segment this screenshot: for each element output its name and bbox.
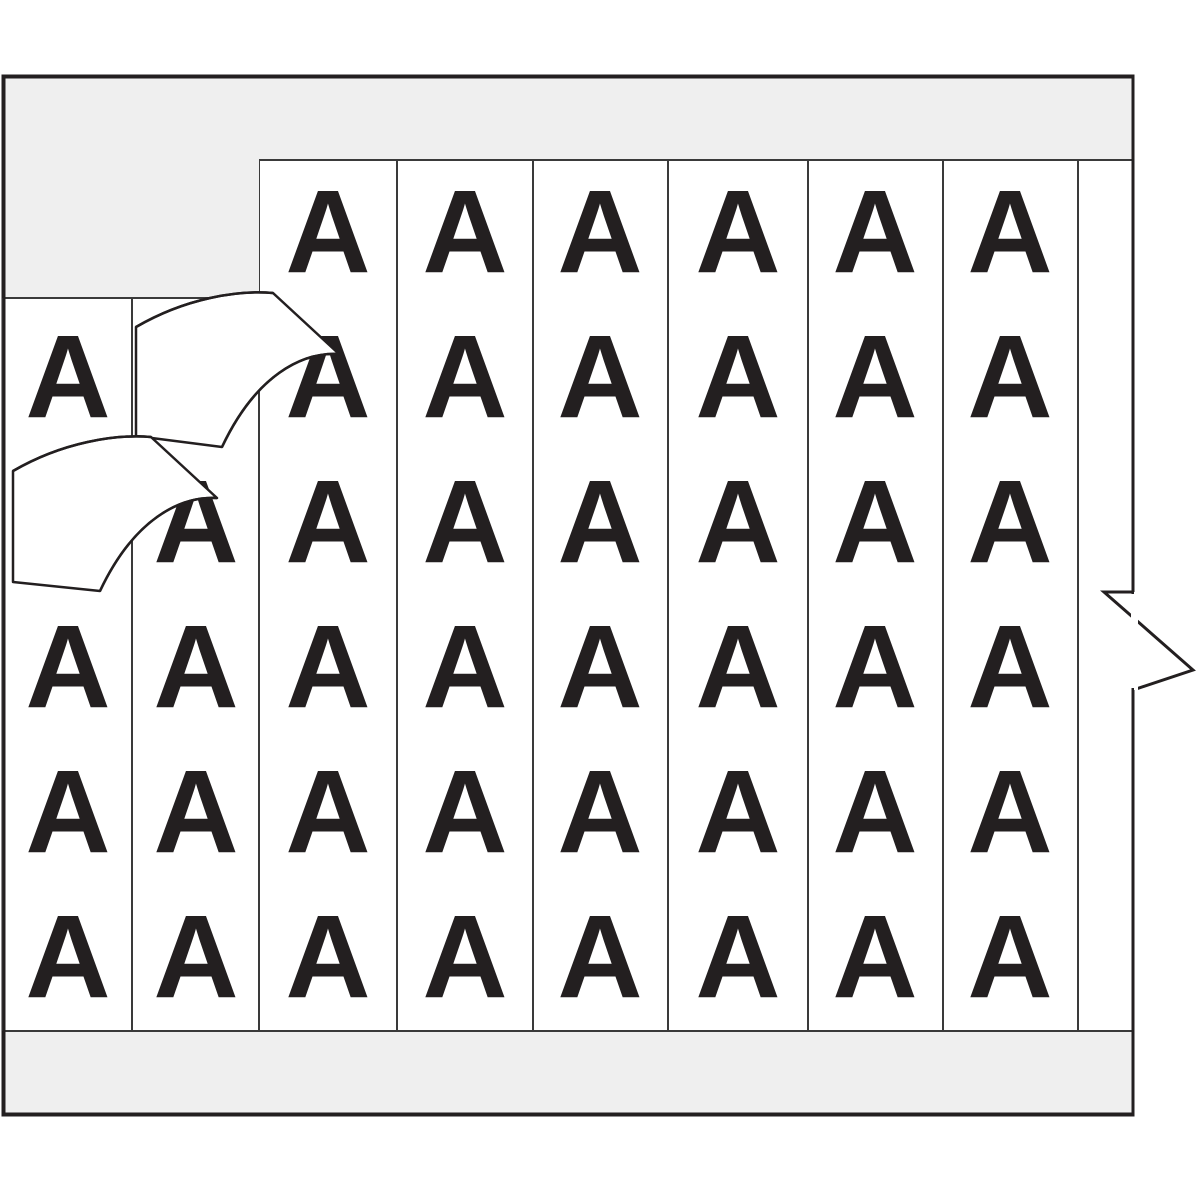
label-cell-r4c6[interactable]: A [695,601,780,733]
label-cell-r4c1[interactable]: A [25,601,110,733]
label-cell-r4c4[interactable]: A [422,601,507,733]
label-cell-r5c2[interactable]: A [153,746,238,878]
label-row-6: A A A A A A A A [25,891,1052,1023]
label-cell-r6c6[interactable]: A [695,891,780,1023]
label-cell-r3c3[interactable]: A [285,456,370,588]
peeled-label-lower-curl-edge [12,435,152,473]
label-cell-r1c5[interactable]: A [557,166,642,298]
label-cell-r4c5[interactable]: A [557,601,642,733]
label-cell-r1c4[interactable]: A [422,166,507,298]
backing-margin-overlays [4,77,1138,1114]
label-cell-r3c6[interactable]: A [695,456,780,588]
peeled-labels-group [11,291,341,593]
peeled-label-upper[interactable] [134,291,341,449]
label-cell-r5c5[interactable]: A [557,746,642,878]
label-cell-r4c2[interactable]: A [153,601,238,733]
backing-margin-right [1134,77,1138,1114]
label-cell-r1c8[interactable]: A [967,166,1052,298]
label-cell-r3c7[interactable]: A [832,456,917,588]
label-cell-r1c3[interactable]: A [285,166,370,298]
label-cell-r4c3[interactable]: A [285,601,370,733]
label-cell-r3c8[interactable]: A [967,456,1052,588]
backing-margin-left [4,77,259,298]
zigzag-edge-tab-group [1100,590,1196,693]
label-cell-r2c8[interactable]: A [967,311,1052,443]
label-cell-r6c7[interactable]: A [832,891,917,1023]
label-cell-r2c6[interactable]: A [695,311,780,443]
label-cell-r2c1[interactable]: A [25,311,110,443]
label-cell-r3c4[interactable]: A [422,456,507,588]
label-cell-r6c4[interactable]: A [422,891,507,1023]
label-row-4: A A A A A A A A [25,601,1052,733]
label-cell-r5c1[interactable]: A [25,746,110,878]
label-cell-r5c6[interactable]: A [695,746,780,878]
label-cell-r3c5[interactable]: A [557,456,642,588]
label-cell-r4c8[interactable]: A [967,601,1052,733]
peeled-label-upper-curl-edge [135,291,274,329]
label-row-2: A A A A A A A A [25,311,1052,443]
label-cell-r5c3[interactable]: A [285,746,370,878]
label-cell-r5c8[interactable]: A [967,746,1052,878]
label-cell-r6c1[interactable]: A [25,891,110,1023]
label-cell-r1c6[interactable]: A [695,166,780,298]
label-field-boundaries-top [2,75,1135,1116]
label-row-5: A A A A A A A A [25,746,1052,878]
peeled-label-lower-lower-edge [98,496,218,592]
label-cell-r6c8[interactable]: A [967,891,1052,1023]
label-cell-r2c5[interactable]: A [557,311,642,443]
label-cell-r2c7[interactable]: A [832,311,917,443]
label-cell-r6c3[interactable]: A [285,891,370,1023]
label-cell-r5c4[interactable]: A [422,746,507,878]
label-cell-r4c7[interactable]: A [832,601,917,733]
label-cell-r1c7[interactable]: A [832,166,917,298]
peeled-label-lower[interactable] [11,435,219,593]
backing-margin-bottom [4,1032,1132,1114]
peeled-label-upper-lower-edge [220,352,340,448]
label-cell-r5c7[interactable]: A [832,746,917,878]
label-cell-r6c5[interactable]: A [557,891,642,1023]
label-cell-r6c2[interactable]: A [153,891,238,1023]
label-field-main [259,160,1133,1031]
label-cell-r2c4[interactable]: A [422,311,507,443]
